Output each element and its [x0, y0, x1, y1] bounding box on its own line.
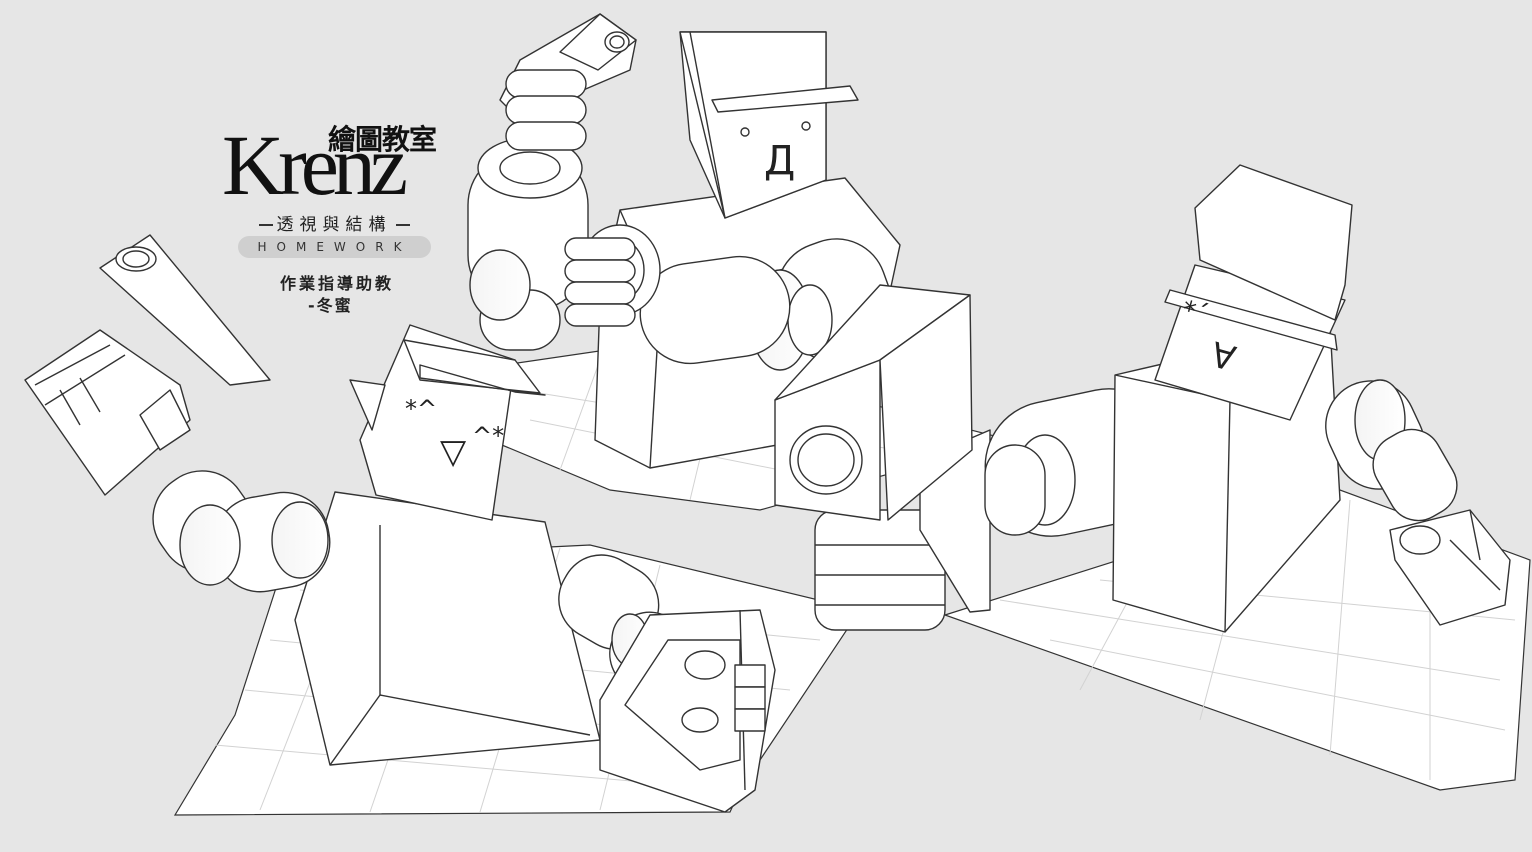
logo-subtitle: 透視與結構 — [276, 215, 392, 235]
dash-right — [395, 224, 410, 226]
top-robot-mouth: Д — [764, 138, 796, 184]
logo-brand: Krenz — [222, 117, 408, 213]
left-robot — [24, 234, 776, 813]
logo-subtitle-row: 透視與結構 — [244, 210, 424, 235]
left-robot-eye-left: *^ — [405, 395, 438, 423]
tutor-label: 作業指導助教 — [279, 274, 394, 293]
left-robot-eye-right: ^* — [472, 422, 505, 450]
tutor-name: -冬蜜 — [308, 296, 353, 315]
top-robot — [467, 13, 901, 469]
center-camera — [774, 284, 991, 631]
homework-badge: HOMEWORK — [238, 236, 431, 258]
right-robot — [984, 164, 1511, 633]
dash-left — [258, 224, 273, 226]
logo-chinese-title: 繪圖教室 — [328, 123, 437, 156]
left-robot-mouth: ▽ — [440, 432, 467, 472]
